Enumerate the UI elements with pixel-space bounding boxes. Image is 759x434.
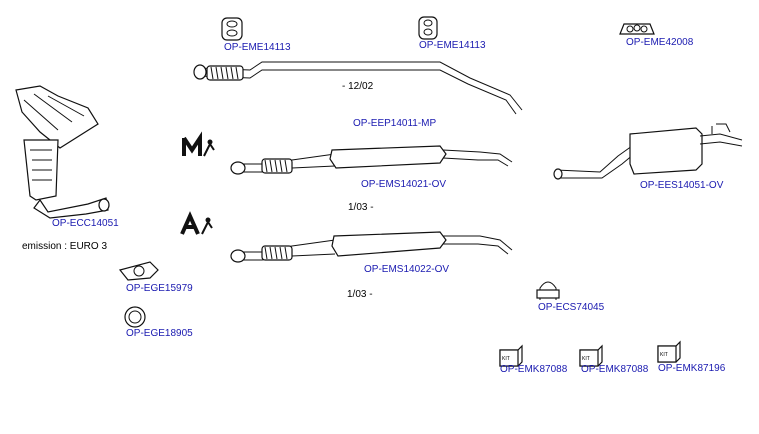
part-label[interactable]: OP-EMS14022-OV [364,264,450,275]
center-silencer-icon[interactable] [230,231,513,263]
catalytic-converter-manifold-icon[interactable] [15,85,110,219]
emission-note: emission : EURO 3 [22,241,108,252]
part-label[interactable]: OP-EMS14021-OV [361,179,447,190]
part-label[interactable]: OP-EMK87088 [500,364,568,375]
part-label[interactable]: OP-EGE18905 [126,328,193,339]
rear-silencer-icon[interactable] [553,123,743,180]
svg-text:KIT: KIT [660,352,668,358]
kit-box-icon[interactable]: KIT [657,340,681,363]
part-label[interactable]: OP-EMK87088 [581,364,649,375]
part-label[interactable]: OP-EME14113 [419,40,486,51]
date-range-note: 1/03 - [347,289,373,300]
clamp-icon[interactable] [536,281,560,300]
part-label[interactable]: OP-EME42008 [626,37,694,48]
kit-box-icon[interactable]: KIT [499,344,523,367]
part-label[interactable]: OP-EMK87196 [658,363,726,374]
part-label[interactable]: OP-EEP14011-MP [353,118,437,129]
manual-gearbox-icon [182,131,215,157]
ring-gasket-icon[interactable] [124,306,146,328]
svg-text:KIT: KIT [502,356,510,362]
part-label[interactable]: OP-EES14051-OV [640,180,724,191]
date-range-note: 1/03 - [348,202,374,213]
gasket-icon[interactable] [118,261,159,281]
kit-box-icon[interactable]: KIT [579,344,603,367]
rubber-mount-icon[interactable] [619,23,655,35]
part-label[interactable]: OP-EGE15979 [126,283,193,294]
center-silencer-icon[interactable] [230,145,513,175]
front-pipe-icon[interactable] [193,61,523,115]
part-label[interactable]: OP-EME14113 [224,42,291,53]
automatic-gearbox-icon [180,211,213,235]
part-label[interactable]: OP-ECC14051 [52,218,119,229]
svg-text:KIT: KIT [582,356,590,362]
rubber-hanger-icon[interactable] [418,16,438,40]
part-label[interactable]: OP-ECS74045 [538,302,605,313]
rubber-hanger-icon[interactable] [221,17,243,41]
date-range-note: - 12/02 [342,81,374,92]
